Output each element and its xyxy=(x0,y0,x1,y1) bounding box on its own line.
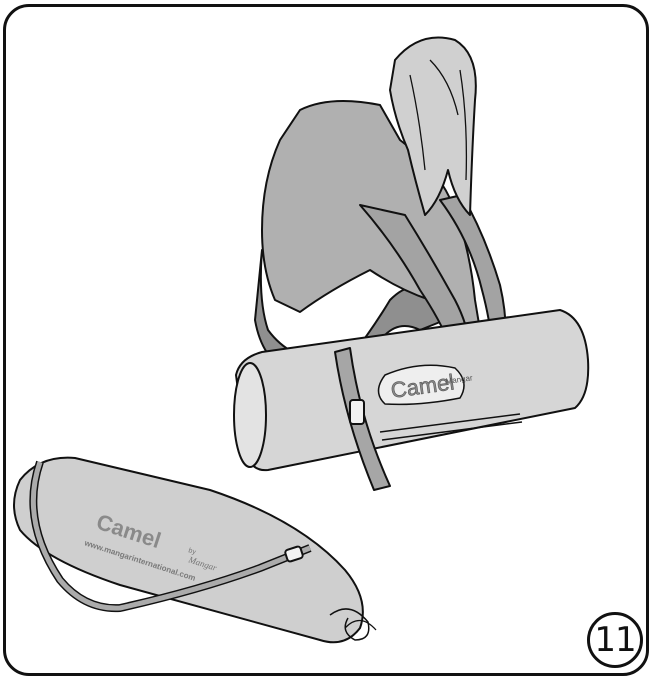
step-number-badge: 11 xyxy=(587,612,643,668)
strap-buckle xyxy=(350,400,364,424)
step-number: 11 xyxy=(594,620,635,660)
carry-bag: Camel by Mangar www.mangarinternational.… xyxy=(14,458,376,643)
mattress-end xyxy=(234,363,266,467)
rolled-mattress: Camel Mangar xyxy=(234,310,588,490)
